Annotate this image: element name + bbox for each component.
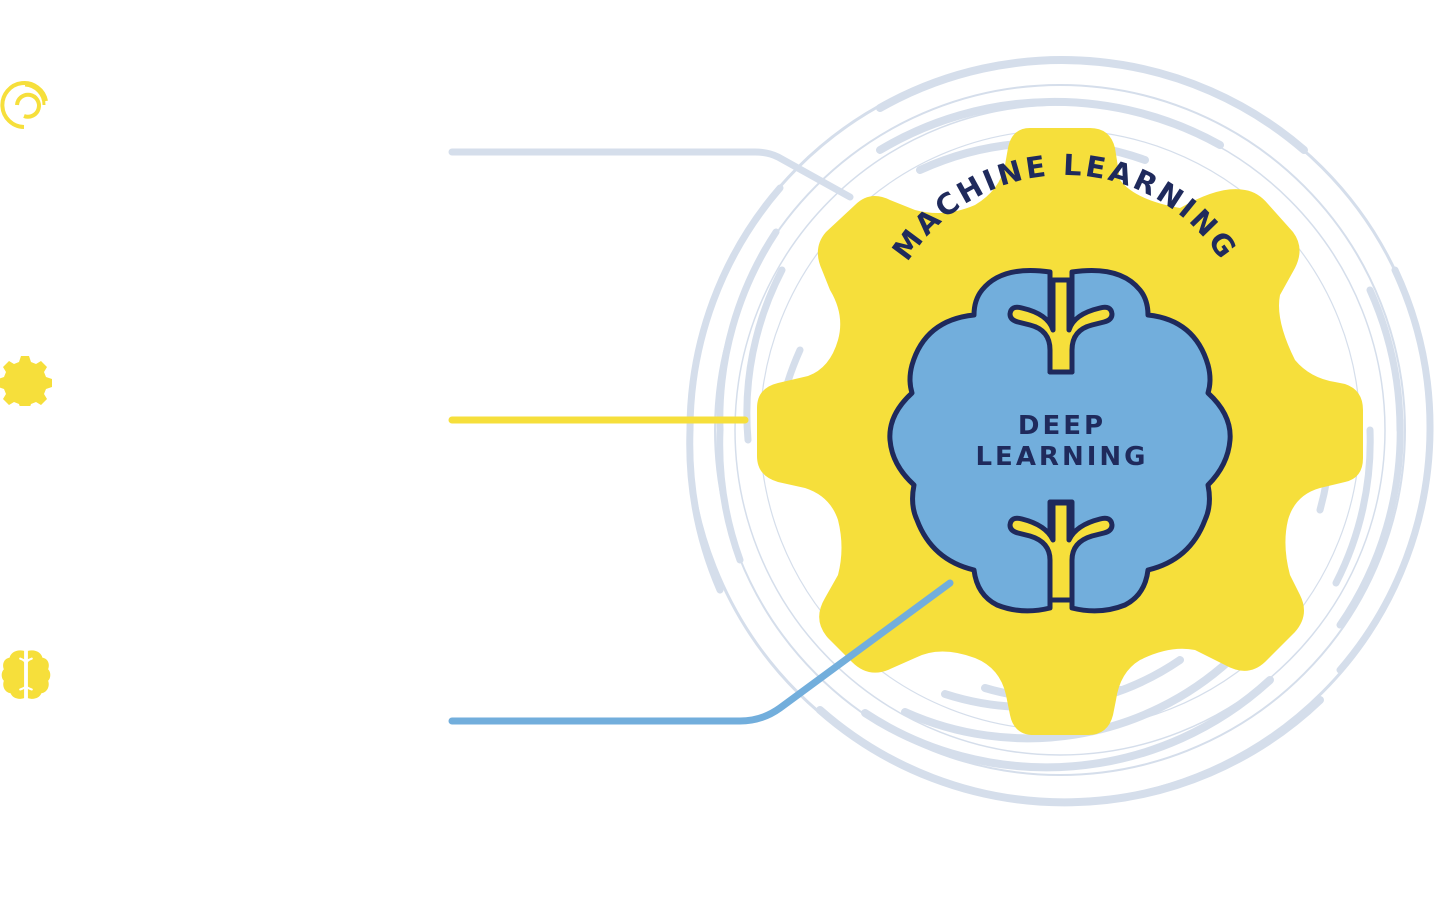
deep-learning-label-line2: LEARNING [975, 442, 1148, 472]
brain-connector-line [448, 579, 954, 725]
rings-icon [0, 81, 48, 129]
deep-learning-label-line1: DEEP [1018, 411, 1106, 441]
gear-icon [0, 356, 52, 406]
brain-icon [1, 650, 51, 699]
brain-shape [887, 267, 1233, 614]
rings-connector-line [448, 148, 854, 201]
rings-layer [686, 56, 1434, 807]
